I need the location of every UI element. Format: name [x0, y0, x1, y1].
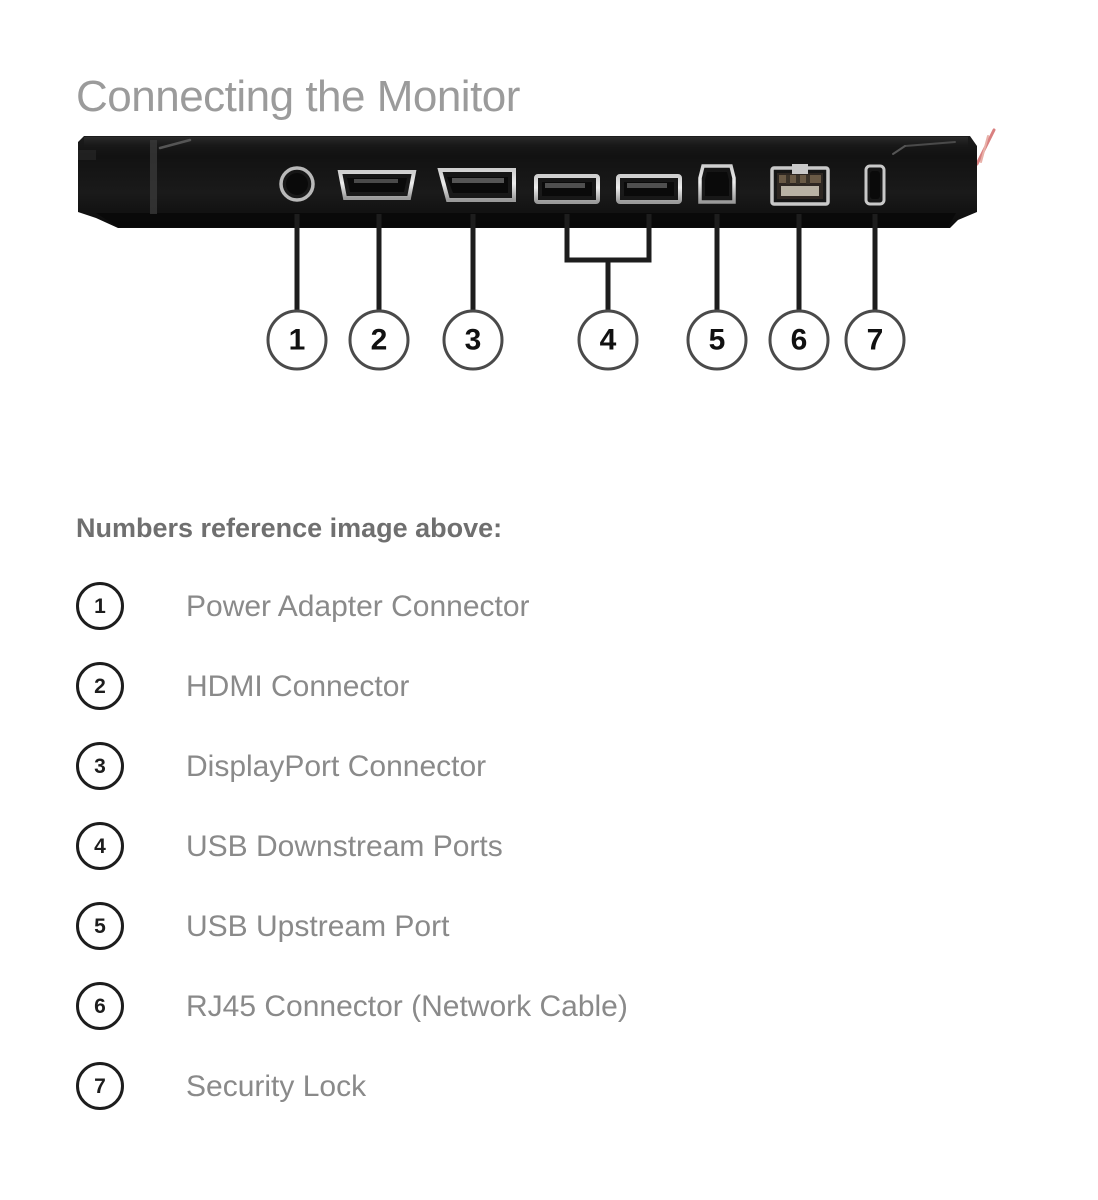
legend-heading: Numbers reference image above:	[76, 513, 503, 543]
callout-number-7: 7	[867, 324, 884, 357]
legend-item-label: DisplayPort Connector	[186, 749, 487, 783]
legend-section: Numbers reference image above: 1 Power A…	[76, 512, 1036, 1126]
legend-item: 5 USB Upstream Port	[76, 886, 1036, 966]
legend-item: 6 RJ45 Connector (Network Cable)	[76, 966, 1036, 1046]
callout-circle-2: 2	[348, 309, 410, 371]
legend-badge: 4	[76, 822, 124, 871]
legend-item: 4 USB Downstream Ports	[76, 806, 1036, 886]
legend-badge: 3	[76, 742, 124, 791]
legend-badge: 5	[76, 902, 124, 951]
callout-number-2: 2	[371, 324, 388, 357]
legend-item-label: HDMI Connector	[186, 669, 410, 703]
security-lock-slot	[864, 164, 886, 206]
corner-accent-mark	[975, 128, 996, 166]
callout-circle-7: 7	[844, 309, 906, 371]
hdmi-port	[337, 170, 417, 200]
legend-item-label: USB Upstream Port	[186, 909, 450, 943]
legend-list: 1 Power Adapter Connector 2 HDMI Connect…	[76, 566, 1036, 1126]
legend-item-label: RJ45 Connector (Network Cable)	[186, 989, 628, 1023]
callout-leader-lines	[294, 214, 878, 318]
legend-badge: 6	[76, 982, 124, 1031]
legend-item: 1 Power Adapter Connector	[76, 566, 1036, 646]
callout-number-4: 4	[600, 324, 617, 357]
legend-item-label: USB Downstream Ports	[186, 829, 503, 863]
callout-circle-5: 5	[686, 309, 748, 371]
legend-item-label: Security Lock	[186, 1069, 367, 1103]
callout-circle-1: 1	[266, 309, 328, 371]
usb-upstream-port	[698, 164, 736, 204]
monitor-rear-panel-diagram: 1 2 3 4 5 6 7	[0, 120, 1098, 390]
callout-circle-4: 4	[577, 309, 639, 371]
legend-badge: 2	[76, 662, 124, 711]
callout-number-3: 3	[465, 324, 482, 357]
usb-downstream-port-2	[616, 174, 682, 204]
legend-badge: 1	[76, 582, 124, 631]
power-jack-port	[279, 166, 315, 202]
legend-item-label: Power Adapter Connector	[186, 589, 530, 623]
legend-badge: 7	[76, 1062, 124, 1111]
callout-number-5: 5	[709, 324, 726, 357]
callout-circle-6: 6	[768, 309, 830, 371]
displayport-port	[437, 168, 516, 202]
monitor-chassis	[78, 136, 977, 228]
callout-number-1: 1	[289, 324, 306, 357]
usb-downstream-port-1	[534, 174, 600, 204]
page-title: Connecting the Monitor	[76, 72, 520, 122]
legend-item: 3 DisplayPort Connector	[76, 726, 1036, 806]
callout-circle-3: 3	[442, 309, 504, 371]
callout-number-6: 6	[791, 324, 808, 357]
rj45-port	[770, 164, 830, 206]
legend-item: 2 HDMI Connector	[76, 646, 1036, 726]
legend-item: 7 Security Lock	[76, 1046, 1036, 1126]
